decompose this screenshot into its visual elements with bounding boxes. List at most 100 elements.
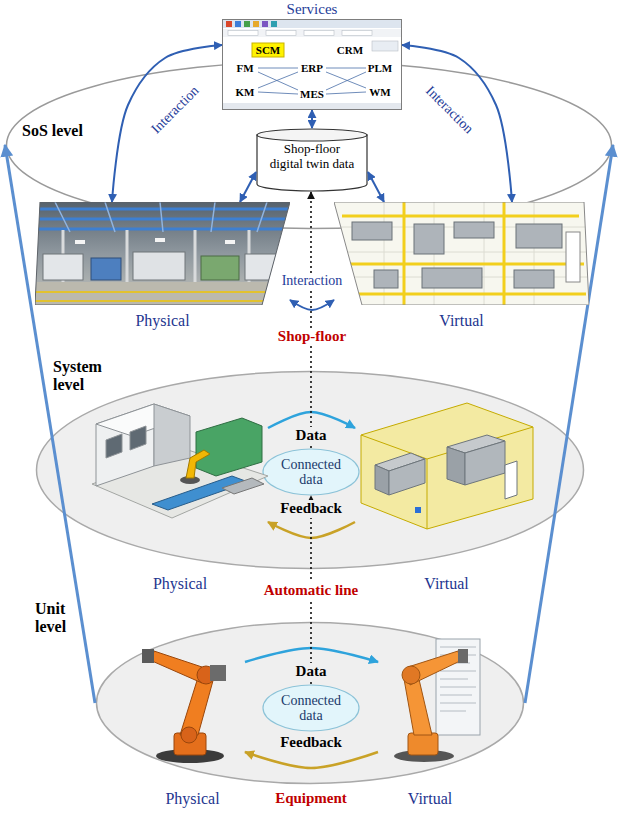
toolbar-icon [271, 21, 277, 27]
data-name: Connected data [275, 693, 347, 724]
robot-arm [152, 651, 202, 683]
window-frame [223, 20, 402, 110]
virtual-hall [566, 232, 580, 282]
panel-title: Services [222, 0, 402, 18]
virtual-hall [516, 224, 562, 248]
level-region: PhysicalConnected dataVirtualUnit level [95, 621, 525, 785]
edge-label: Feedback [278, 500, 344, 517]
building-block [130, 426, 146, 450]
factory-hall [201, 256, 239, 280]
robot [180, 450, 210, 484]
twin-side: Physical [35, 312, 290, 330]
robot-arm [152, 651, 215, 755]
database-cylinder [257, 135, 367, 191]
virtual-hall [374, 270, 398, 288]
model-border [334, 202, 589, 305]
factory-hall [225, 240, 235, 244]
module-name: PLM [366, 62, 394, 75]
edge-label: Interaction [280, 273, 345, 289]
highlight-box [252, 43, 284, 57]
feedback-arrow [268, 522, 355, 538]
virtual-twin: Virtual [355, 395, 538, 593]
toolbar-icon [226, 21, 232, 27]
module-name: ERP [299, 62, 325, 75]
twin-side: Virtual [378, 790, 482, 808]
software-panel [436, 639, 480, 735]
module-name: KM [234, 86, 257, 99]
marker-block [415, 507, 421, 513]
scope-name: Automatic line [262, 582, 361, 599]
production-line [92, 392, 268, 528]
toolbar [223, 20, 401, 28]
module-name: CRM [335, 44, 365, 57]
robot-arm [402, 666, 420, 684]
level-name: System level [53, 358, 115, 393]
form-field [228, 31, 372, 36]
form-field [304, 31, 334, 36]
interaction-arrow [402, 45, 512, 202]
level-name: SoS level [22, 122, 122, 140]
virtual-hall [514, 270, 554, 288]
level-name: Unit level [35, 600, 87, 635]
virtual-twin: Virtual [378, 635, 482, 808]
connected-data: Connected data [262, 684, 360, 732]
machine [375, 465, 389, 495]
data-arrow [268, 412, 355, 428]
data-oval [263, 685, 359, 731]
virtual-twin: Virtual [334, 202, 589, 330]
building-block [106, 434, 122, 458]
robot-arm [402, 651, 460, 755]
form-field [266, 31, 296, 36]
data-flow-arrow [310, 192, 312, 448]
factory-hall [75, 240, 85, 244]
physical-twin: Physical [92, 392, 268, 593]
factory-hall [155, 238, 165, 242]
physical-twin: Physical [35, 202, 290, 330]
edge-label: Data [294, 427, 329, 444]
factory-hall [35, 202, 290, 305]
enclosure [361, 427, 533, 529]
level-ellipse [37, 372, 584, 569]
interaction-arrow [290, 300, 334, 310]
interaction-arrow [368, 172, 384, 202]
machine [505, 461, 517, 499]
building-block [154, 404, 190, 466]
form-field [372, 41, 398, 51]
machine [389, 459, 425, 495]
virtual-hall [342, 202, 586, 305]
edge-label: Interaction [146, 81, 203, 138]
toolbar-icon [226, 21, 277, 27]
interaction-arrow [112, 45, 222, 202]
virtual-hall [334, 202, 589, 305]
machine [375, 435, 517, 499]
form-bar [223, 29, 401, 37]
factory-hall [35, 292, 290, 301]
virtual-hall [352, 222, 392, 240]
robot-arm [408, 733, 438, 755]
level-ellipse [97, 623, 524, 784]
virtual-hall [334, 202, 589, 305]
database-cylinder [257, 129, 367, 141]
factory-hall [35, 202, 290, 305]
interaction-arrow [240, 172, 256, 202]
data-name: Connected data [275, 457, 347, 488]
status-bar [223, 103, 401, 109]
virtual-hall [334, 202, 589, 305]
robot-arm [181, 727, 197, 743]
toolbar-icon [235, 21, 241, 27]
form-field [228, 31, 258, 36]
virtual-hall [414, 224, 444, 254]
factory-hall [55, 202, 267, 232]
connected-data: Connected data [262, 448, 360, 496]
level-region: PhysicalConnected dataVirtualSystem leve… [35, 370, 585, 570]
edge-label: Feedback [278, 734, 344, 751]
toolbar-icon [253, 21, 259, 27]
robot-model [378, 635, 482, 765]
robot-motor [210, 665, 226, 681]
shop-floor-model [334, 202, 589, 305]
factory-hall [43, 254, 83, 280]
shop-floor-photo [35, 202, 290, 305]
module-name: WM [367, 86, 392, 99]
enclosure [361, 403, 533, 529]
twin-side: Virtual [334, 312, 589, 330]
